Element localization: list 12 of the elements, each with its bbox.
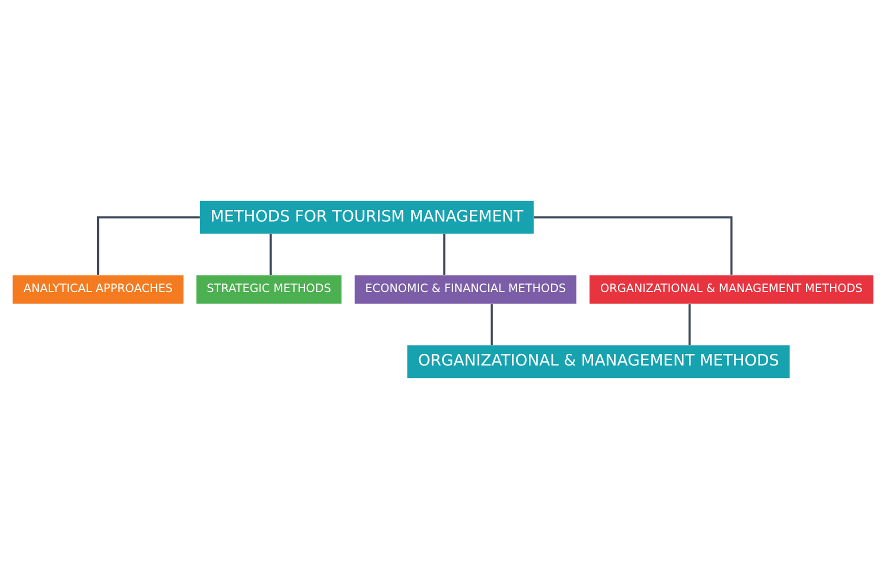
connector xyxy=(443,234,446,275)
node-box: ORGANIZATIONAL & MANAGEMENT METHODS xyxy=(590,275,874,304)
node-box: ECONOMIC & FINANCIAL METHODS xyxy=(354,275,576,304)
node-box: METHODS FOR TOURISM MANAGEMENT xyxy=(200,200,534,234)
connector xyxy=(490,304,493,346)
connector xyxy=(688,304,691,346)
connector xyxy=(97,216,200,275)
node-box: ORGANIZATIONAL & MANAGEMENT METHODS xyxy=(407,345,790,378)
node-box: STRATEGIC METHODS xyxy=(196,275,342,304)
node-box: ANALYTICAL APPROACHES xyxy=(12,275,184,304)
connector xyxy=(270,234,272,275)
connector xyxy=(534,216,733,275)
